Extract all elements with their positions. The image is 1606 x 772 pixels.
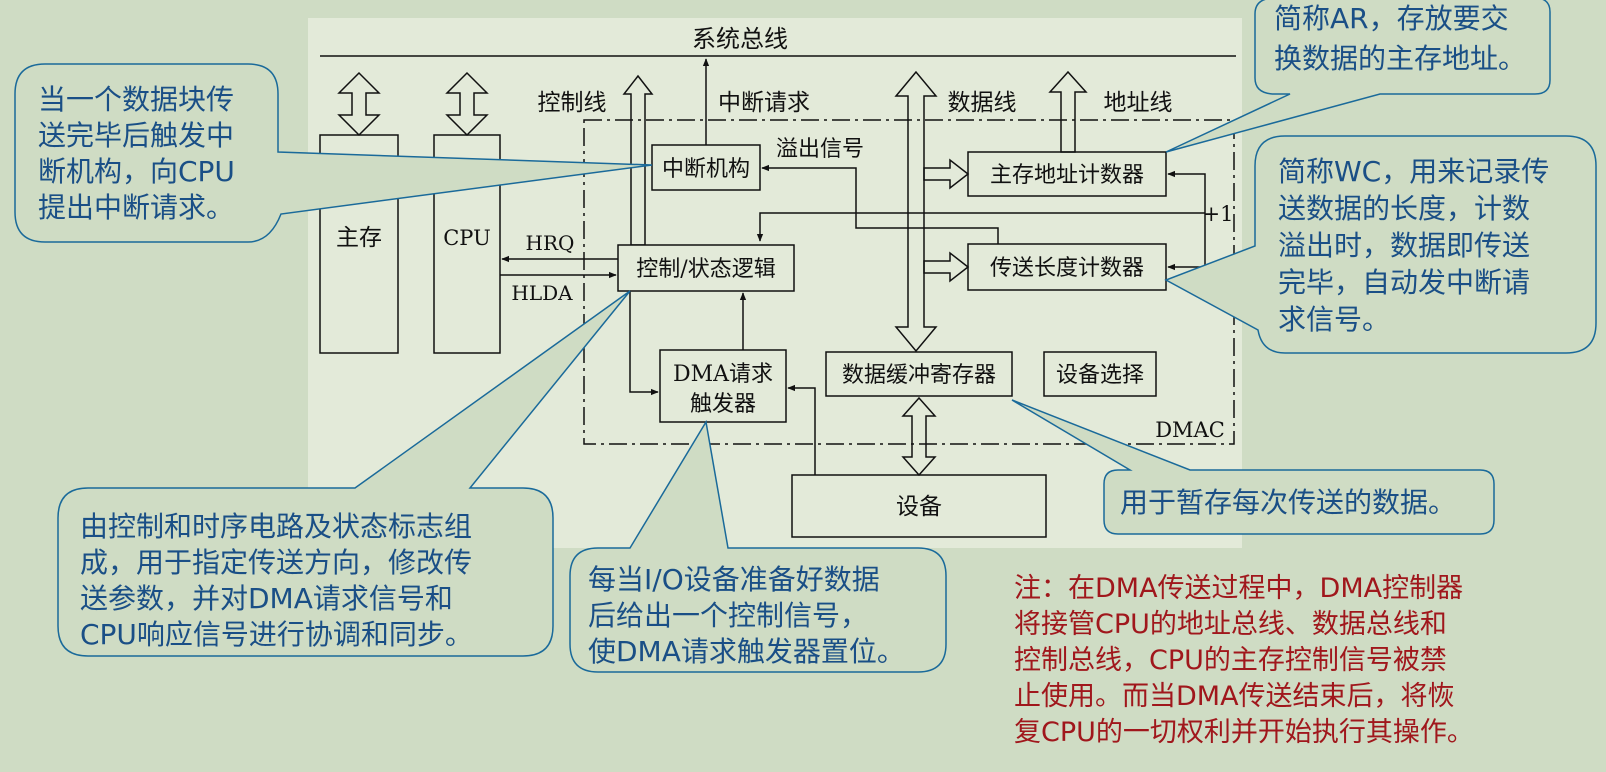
callout-ar-line-2: 换数据的主存地址。 bbox=[1274, 42, 1526, 75]
control-status-logic-block bbox=[617, 244, 795, 292]
interrupt-request-label: 中断请求 bbox=[718, 90, 810, 116]
callout-ar-line-1: 简称AR，存放要交 bbox=[1274, 2, 1509, 35]
buffer-device-arrow bbox=[901, 396, 937, 477]
interrupt-mechanism-label: 中断机构 bbox=[662, 157, 750, 182]
callout-trigger: 每当I/O设备准备好数据 后给出一个控制信号， 使DMA请求触发器置位。 bbox=[569, 419, 947, 673]
callout-trigger-line-2: 后给出一个控制信号， bbox=[588, 599, 868, 632]
control-to-trigger-wire bbox=[629, 291, 659, 396]
note-line-1: 注：在DMA传送过程中，DMA控制器 bbox=[1014, 573, 1463, 604]
memory-bus-arrow bbox=[337, 71, 381, 137]
control-line-label: 控制线 bbox=[538, 90, 607, 116]
callout-buffer-line-1: 用于暂存每次传送的数据。 bbox=[1120, 486, 1456, 519]
note-block: 注：在DMA传送过程中，DMA控制器 将接管CPU的地址总线、数据总线和 控制总… bbox=[1014, 573, 1474, 748]
callout-trigger-line-1: 每当I/O设备准备好数据 bbox=[588, 563, 880, 596]
data-buffer-label: 数据缓冲寄存器 bbox=[842, 363, 996, 388]
data-line-arrow bbox=[894, 70, 938, 353]
main-memory-label: 主存 bbox=[336, 225, 382, 251]
callout-control-line-3: 送参数，并对DMA请求信号和 bbox=[80, 582, 453, 615]
device-select-block bbox=[1043, 351, 1157, 397]
callout-trigger-line-3: 使DMA请求触发器置位。 bbox=[588, 635, 905, 668]
device-to-trigger-wire bbox=[787, 384, 816, 475]
callout-control-line-1: 由控制和时序电路及状态标志组 bbox=[80, 510, 472, 543]
data-to-length-counter-arrow bbox=[923, 251, 970, 283]
callout-wc-line-2: 送数据的长度，计数 bbox=[1278, 192, 1530, 225]
data-buffer-block bbox=[825, 351, 1013, 397]
plus-one-label: +1 bbox=[1203, 202, 1234, 226]
address-counter-label: 主存地址计数器 bbox=[990, 163, 1144, 188]
cpu-bus-arrow bbox=[445, 71, 489, 137]
callout-wc-line-5: 求信号。 bbox=[1278, 303, 1390, 336]
device-label: 设备 bbox=[896, 494, 942, 520]
dma-trigger-label-1: DMA请求 bbox=[673, 362, 773, 387]
callout-wc-line-1: 简称WC，用来记录传 bbox=[1278, 155, 1549, 188]
note-line-4: 止使用。而当DMA传送结束后，将恢 bbox=[1014, 681, 1455, 712]
address-line-label: 地址线 bbox=[1104, 90, 1173, 116]
cpu-label: CPU bbox=[443, 226, 491, 250]
callout-control-line-2: 成，用于指定传送方向，修改传 bbox=[80, 546, 472, 579]
overflow-signal-wire bbox=[761, 164, 999, 244]
system-bus-label: 系统总线 bbox=[692, 25, 788, 53]
note-line-5: 复CPU的一切权利并开始执行其操作。 bbox=[1014, 717, 1474, 748]
control-status-logic-label: 控制/状态逻辑 bbox=[636, 257, 775, 282]
note-line-3: 控制总线，CPU的主存控制信号被禁 bbox=[1014, 645, 1447, 676]
callout-interrupt-line-1: 当一个数据块传 bbox=[38, 83, 234, 116]
callout-wc-line-4: 完毕，自动发中断请 bbox=[1278, 266, 1530, 299]
hrq-label: HRQ bbox=[526, 231, 575, 255]
data-line-label: 数据线 bbox=[948, 90, 1017, 116]
callout-wc: 简称WC，用来记录传 送数据的长度，计数 溢出时，数据即传送 完毕，自动发中断请… bbox=[1164, 135, 1597, 354]
note-line-2: 将接管CPU的地址总线、数据总线和 bbox=[1014, 609, 1447, 640]
dmac-label: DMAC bbox=[1155, 418, 1225, 442]
callout-wc-line-3: 溢出时，数据即传送 bbox=[1278, 229, 1530, 262]
interrupt-mechanism-block bbox=[651, 144, 761, 191]
device-select-label: 设备选择 bbox=[1056, 363, 1144, 388]
length-counter-label: 传送长度计数器 bbox=[990, 256, 1144, 281]
hlda-label: HLDA bbox=[511, 281, 573, 305]
callout-buffer: 用于暂存每次传送的数据。 bbox=[1011, 399, 1495, 535]
increment-wire-address bbox=[1167, 170, 1206, 213]
increment-wire-control bbox=[756, 212, 1205, 242]
callout-ar: 简称AR，存放要交 换数据的主存地址。 bbox=[1165, 0, 1551, 153]
callout-interrupt: 当一个数据块传 送完毕后触发中 断机构，向CPU 提出中断请求。 bbox=[14, 63, 653, 243]
data-to-address-counter-arrow bbox=[923, 158, 970, 190]
callout-interrupt-line-2: 送完毕后触发中 bbox=[38, 119, 234, 152]
callout-control: 由控制和时序电路及状态标志组 成，用于指定传送方向，修改传 送参数，并对DMA请… bbox=[57, 290, 631, 657]
dma-trigger-block bbox=[659, 349, 787, 423]
callout-interrupt-line-3: 断机构，向CPU bbox=[38, 155, 235, 188]
callout-control-line-4: CPU响应信号进行协调和同步。 bbox=[80, 618, 473, 651]
overflow-signal-label: 溢出信号 bbox=[776, 137, 864, 162]
dma-trigger-label-2: 触发器 bbox=[690, 392, 756, 417]
callout-interrupt-line-4: 提出中断请求。 bbox=[38, 191, 234, 224]
